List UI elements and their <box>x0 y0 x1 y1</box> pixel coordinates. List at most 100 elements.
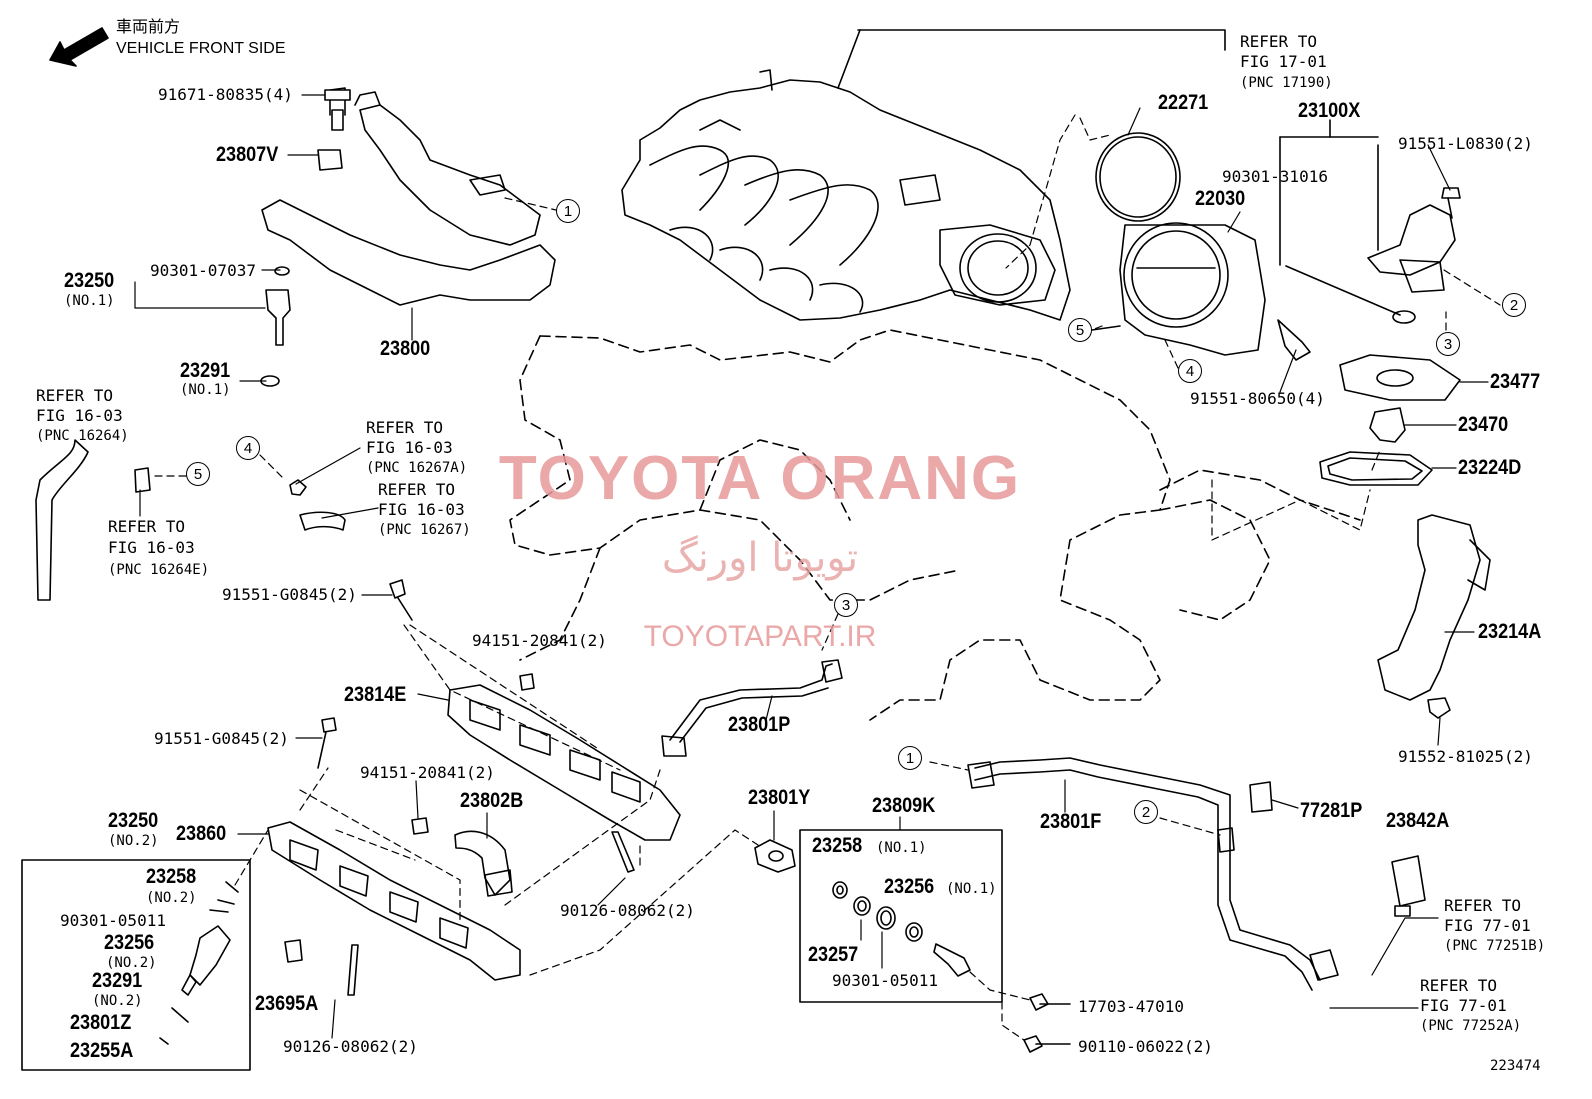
part-90110-06022[interactable]: 90110-06022(2) <box>1078 1037 1213 1056</box>
part-90301-05011-kit[interactable]: 90301-05011 <box>832 971 938 990</box>
ref-pnc-16267a-line1: REFER TO <box>366 418 444 437</box>
gasket-parts-drawing <box>1319 354 1461 486</box>
bolt-parts-drawing <box>1023 993 1071 1053</box>
callout-3-middle[interactable]: 3 <box>834 593 858 617</box>
part-23250-no2-qualifier: (NO.2) <box>108 833 159 849</box>
part-90301-31016[interactable]: 90301-31016 <box>1222 167 1328 186</box>
part-23256-no2[interactable]: 23256 <box>104 931 155 954</box>
ref-pnc-77252a-line3: (PNC 77252A) <box>1420 1018 1522 1034</box>
callout-2-top[interactable]: 2 <box>1502 293 1526 317</box>
ref-pnc-16264e-line3: (PNC 16264E) <box>108 562 210 578</box>
callout-2-bottom[interactable]: 2 <box>1134 800 1158 824</box>
part-90301-07037[interactable]: 90301-07037 <box>150 261 256 280</box>
delivery-pipe-23860-drawing <box>267 717 521 981</box>
vsv-23100x-drawing <box>1279 119 1461 324</box>
callout-1-top[interactable]: 1 <box>556 199 580 223</box>
part-94151-20841-upper[interactable]: 94151-20841(2) <box>472 631 607 650</box>
ref-pnc-77251b-line2[interactable]: FIG 77-01 <box>1444 916 1531 935</box>
part-23801z[interactable]: 23801Z <box>70 1011 132 1034</box>
part-23250-no1[interactable]: 23250 <box>64 269 115 292</box>
part-23224d[interactable]: 23224D <box>1458 456 1522 479</box>
callout-4-top[interactable]: 4 <box>1178 359 1202 383</box>
part-23291-no1-qualifier: (NO.1) <box>180 382 231 398</box>
part-23814e[interactable]: 23814E <box>344 683 407 706</box>
part-23802b[interactable]: 23802B <box>460 789 524 812</box>
part-23291-no2[interactable]: 23291 <box>92 969 143 992</box>
part-94151-20841-lower[interactable]: 94151-20841(2) <box>360 763 495 782</box>
part-23477[interactable]: 23477 <box>1490 370 1541 393</box>
part-23801p[interactable]: 23801P <box>728 713 791 736</box>
part-23809k[interactable]: 23809K <box>872 794 936 817</box>
part-23291-no1[interactable]: 23291 <box>180 359 231 382</box>
ref-pnc-16264e-line2[interactable]: FIG 16-03 <box>108 538 195 557</box>
part-91551-g0845-lower[interactable]: 91551-G0845(2) <box>154 729 289 748</box>
ref-fig-17-01-line3: (PNC 17190) <box>1240 75 1333 91</box>
delivery-pipe-23814e-drawing <box>389 579 681 841</box>
part-77281p[interactable]: 77281P <box>1300 799 1363 822</box>
ref-pnc-77252a-line1: REFER TO <box>1420 976 1498 995</box>
vehicle-front-label-en: VEHICLE FRONT SIDE <box>116 40 286 57</box>
vehicle-front-label-jp: 車両前方 <box>116 17 181 36</box>
callout-5-top[interactable]: 5 <box>1068 318 1092 342</box>
ref-pnc-16267a-line3: (PNC 16267A) <box>366 460 468 476</box>
ref-pnc-16267-line1: REFER TO <box>378 480 456 499</box>
callout-4-left[interactable]: 4 <box>236 436 260 460</box>
ref-pnc-16267a-line2[interactable]: FIG 16-03 <box>366 438 453 457</box>
pipe-23802b-drawing <box>454 830 513 897</box>
part-91671-80835[interactable]: 91671-80835(4) <box>158 85 293 104</box>
part-22030[interactable]: 22030 <box>1195 187 1246 210</box>
part-90126-08062-left[interactable]: 90126-08062(2) <box>283 1037 418 1056</box>
part-23258-no2[interactable]: 23258 <box>146 865 197 888</box>
part-91552-81025[interactable]: 91552-81025(2) <box>1398 747 1533 766</box>
leader-lines <box>134 94 1489 1039</box>
ref-pnc-16267-line3: (PNC 16267) <box>378 522 471 538</box>
part-23256-no2-qualifier: (NO.2) <box>106 955 157 971</box>
part-90126-08062-right[interactable]: 90126-08062(2) <box>560 901 695 920</box>
part-23256-no1[interactable]: 23256 <box>884 875 935 898</box>
part-23257[interactable]: 23257 <box>808 943 859 966</box>
part-23255a[interactable]: 23255A <box>70 1039 134 1062</box>
throttle-body-22030-drawing <box>1091 132 1311 361</box>
part-23801y[interactable]: 23801Y <box>748 786 811 809</box>
part-23842a[interactable]: 23842A <box>1386 809 1450 832</box>
part-91551-l0830[interactable]: 91551-L0830(2) <box>1398 134 1533 153</box>
callout-3-top[interactable]: 3 <box>1436 332 1460 356</box>
part-23807v[interactable]: 23807V <box>216 143 279 166</box>
part-23470[interactable]: 23470 <box>1458 413 1509 436</box>
fuel-pipe-23801p-drawing <box>661 659 843 757</box>
callout-5-left[interactable]: 5 <box>186 462 210 486</box>
part-23801f[interactable]: 23801F <box>1040 810 1102 833</box>
part-91551-80650[interactable]: 91551-80650(4) <box>1190 389 1325 408</box>
fuel-pipe-23801f-drawing <box>967 757 1426 991</box>
ref-pnc-77252a-line2[interactable]: FIG 77-01 <box>1420 996 1507 1015</box>
part-23695a[interactable]: 23695A <box>255 992 319 1015</box>
ref-fig-17-01-line2[interactable]: FIG 17-01 <box>1240 52 1327 71</box>
gasket-23801y-drawing <box>754 839 796 873</box>
repair-kit-23809k-drawing <box>799 829 1003 1003</box>
ref-pnc-77251b-line1: REFER TO <box>1444 896 1522 915</box>
ref-pnc-77251b-line3: (PNC 77251B) <box>1444 938 1546 954</box>
ref-pnc-16264e-line1: REFER TO <box>108 517 186 536</box>
part-23214a[interactable]: 23214A <box>1478 620 1542 643</box>
ref-pnc-16264-line3: (PNC 16264) <box>36 428 129 444</box>
ref-pnc-16264-line2[interactable]: FIG 16-03 <box>36 406 123 425</box>
part-23100x[interactable]: 23100X <box>1298 99 1361 122</box>
hose-parts-drawing <box>35 439 346 601</box>
diagram-id: 223474 <box>1490 1058 1541 1074</box>
part-23860[interactable]: 23860 <box>176 822 227 845</box>
part-23291-no2-qualifier: (NO.2) <box>92 993 143 1009</box>
part-22271[interactable]: 22271 <box>1158 91 1209 114</box>
part-23800[interactable]: 23800 <box>380 337 431 360</box>
part-23250-no1-qualifier: (NO.1) <box>64 293 115 309</box>
part-23250-no2[interactable]: 23250 <box>108 809 159 832</box>
engine-outline-drawing <box>509 329 1361 721</box>
part-90301-05011-box[interactable]: 90301-05011 <box>60 911 166 930</box>
intake-manifold-drawing <box>621 29 1226 321</box>
ref-pnc-16267-line2[interactable]: FIG 16-03 <box>378 500 465 519</box>
part-23258-no1[interactable]: 23258 <box>812 834 863 857</box>
callout-1-bottom[interactable]: 1 <box>898 746 922 770</box>
part-17703-47010[interactable]: 17703-47010 <box>1078 997 1184 1016</box>
part-91551-g0845-upper[interactable]: 91551-G0845(2) <box>222 585 357 604</box>
part-23258-no2-qualifier: (NO.2) <box>146 890 197 906</box>
